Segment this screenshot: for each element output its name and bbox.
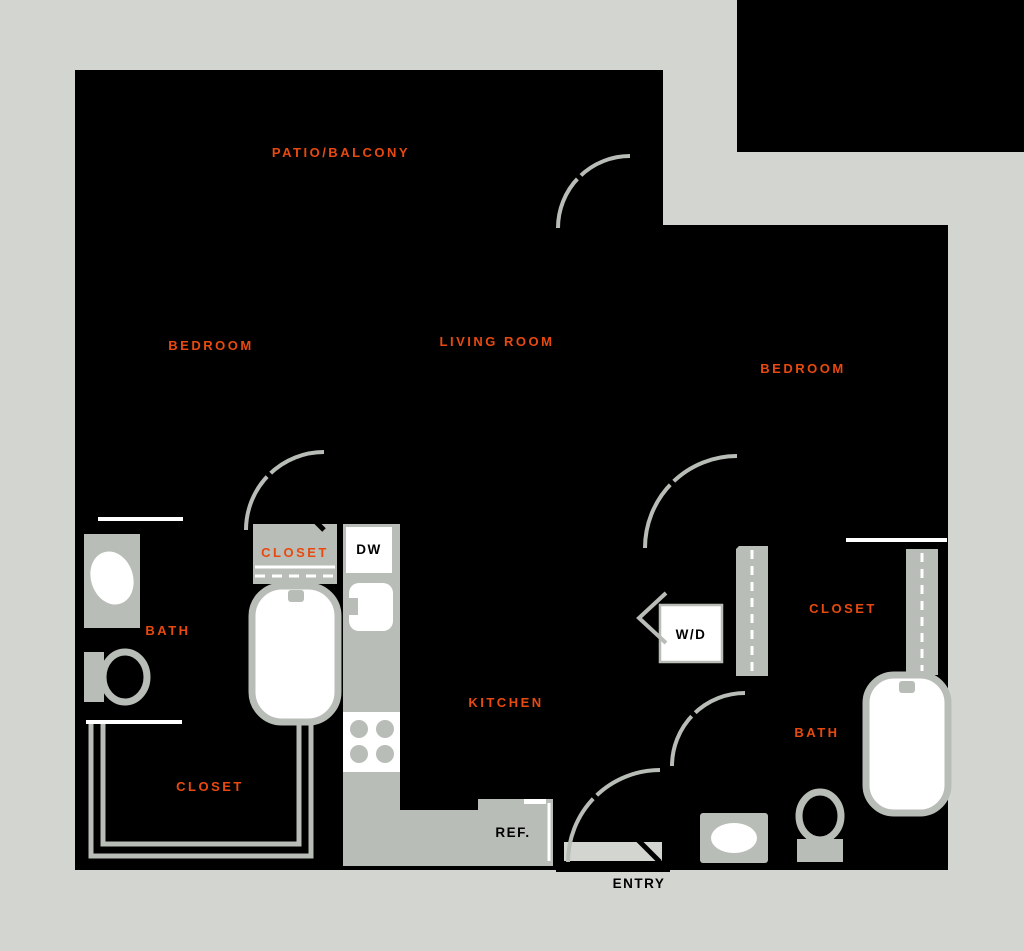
closet-hall-fixtures — [253, 524, 337, 584]
door-leaf-bedroom-left — [256, 462, 326, 532]
label-living-room: LIVING ROOM — [440, 334, 555, 349]
stove — [343, 712, 400, 772]
door-leaf-bedroom-right — [656, 467, 739, 550]
closet-left-shelving — [88, 722, 314, 859]
wire-shelf-outer — [88, 722, 314, 859]
label-kitchen: KITCHEN — [468, 695, 543, 710]
bathtub-right-faucet — [899, 681, 915, 693]
label-washer-dryer: W/D — [676, 627, 707, 642]
burner-bottom-left — [350, 745, 368, 763]
washer-dryer — [658, 603, 724, 664]
sink-basin-right — [711, 823, 757, 853]
logo-block — [737, 0, 1024, 152]
bathtub-left-faucet — [288, 590, 304, 602]
label-patio: PATIO/BALCONY — [272, 145, 410, 160]
bath-left-fixtures — [84, 534, 151, 706]
door-leaf-patio — [566, 164, 632, 230]
door-leaf-entry — [584, 786, 662, 864]
label-closet-right: CLOSET — [809, 601, 877, 616]
bathtub-left — [248, 582, 342, 726]
kitchen-counter-bottom — [343, 810, 478, 866]
burner-top-left — [350, 720, 368, 738]
kitchen-sink — [349, 583, 393, 631]
closet-right-fixtures — [736, 546, 938, 676]
kitchen-fixtures — [343, 524, 553, 866]
closet-hall-floor — [253, 524, 337, 584]
label-entry: ENTRY — [613, 876, 666, 891]
door-leaf-bath-right — [668, 689, 747, 768]
bath-right-fixtures — [700, 671, 952, 863]
bifold-door — [636, 591, 668, 645]
label-bath-left: BATH — [145, 623, 190, 638]
label-closet-left: CLOSET — [176, 779, 244, 794]
label-bedroom-right: BEDROOM — [760, 361, 845, 376]
label-bedroom-left: BEDROOM — [168, 338, 253, 353]
entry-opening — [564, 842, 662, 864]
label-closet-hall: CLOSET — [261, 545, 329, 560]
label-refrigerator: REF. — [495, 825, 530, 840]
dishwasher — [346, 527, 392, 573]
entry-sill — [556, 861, 670, 872]
bathtub-right — [862, 671, 952, 817]
toilet-left-tank — [84, 652, 104, 702]
toilet-right-tank — [797, 839, 843, 862]
burner-top-right — [376, 720, 394, 738]
label-bath-right: BATH — [794, 725, 839, 740]
wire-shelf-inner — [100, 722, 302, 847]
label-dishwasher: DW — [356, 542, 382, 557]
toilet-left-bowl — [99, 648, 151, 706]
sink-basin-left — [90, 551, 134, 605]
refrigerator — [478, 799, 553, 866]
door-leaves — [256, 164, 747, 864]
closet-rod-left — [736, 546, 768, 676]
kitchen-sink-faucet — [343, 598, 358, 615]
burner-bottom-right — [376, 745, 394, 763]
refrigerator-handle — [524, 799, 546, 804]
